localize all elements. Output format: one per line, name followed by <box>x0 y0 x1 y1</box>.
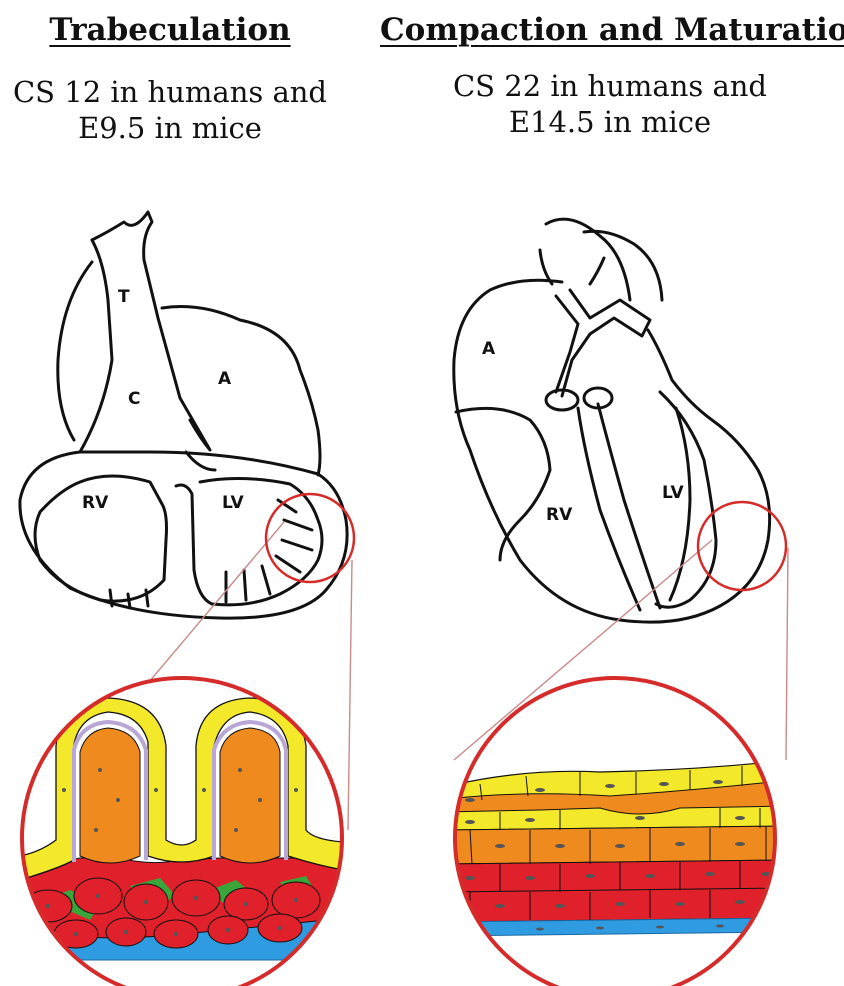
label-t: T <box>118 287 130 307</box>
left-ventricle-outer <box>20 452 347 618</box>
label-left-rv: RV <box>82 493 109 513</box>
right-septum <box>578 404 660 610</box>
label-c: C <box>128 389 140 409</box>
label-right-lv: LV <box>662 483 684 503</box>
right-rv-inner <box>456 408 550 560</box>
left-atrium-body <box>58 262 92 440</box>
right-zoom-region-circle <box>698 502 786 590</box>
label-left-a: A <box>218 369 232 389</box>
left-heart-outline <box>20 212 347 618</box>
label-left-lv: LV <box>222 493 244 513</box>
right-aorta <box>556 290 650 396</box>
label-right-a: A <box>482 339 496 359</box>
left-ventricle-lumen <box>176 478 322 604</box>
right-great-vessels <box>540 219 662 300</box>
right-heart-outline <box>454 219 770 622</box>
left-atrium <box>162 307 320 476</box>
left-zoom-region-circle <box>266 494 354 582</box>
label-right-rv: RV <box>546 505 573 525</box>
